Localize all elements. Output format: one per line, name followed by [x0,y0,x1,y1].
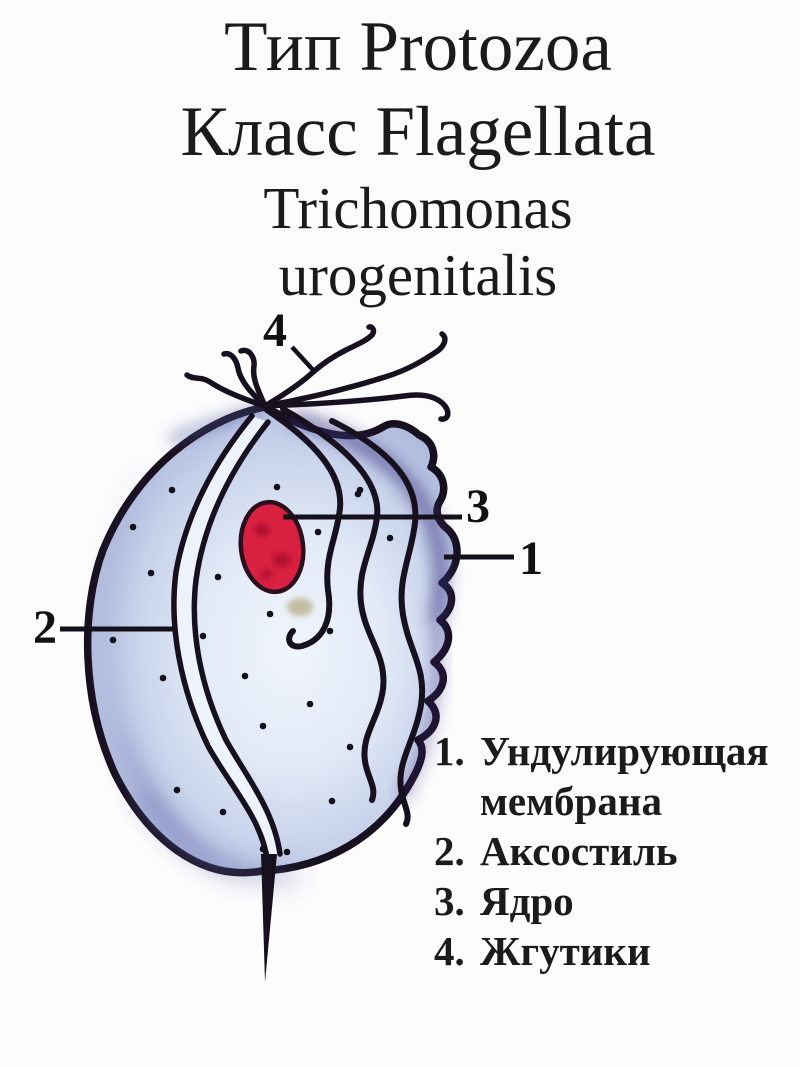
callout-lines [60,345,514,632]
legend-number: 2. [434,828,465,874]
legend-item-flagella: 4. Жгутики [434,926,796,976]
flagellum [262,324,377,409]
legend-label: Ядро [480,878,574,924]
title-species: urogenitalis [278,242,558,308]
axostyle-band [173,416,280,858]
legend-number: 4. [434,928,465,974]
callout-label-4: 4 [263,304,287,357]
nucleus-speck [273,553,291,567]
callout-line-4 [290,345,316,373]
nucleus [238,499,306,595]
flagellum [221,350,268,409]
undulating-membrane-lines [264,406,426,827]
axostyle-tail [261,854,277,982]
title-genus: Trichomonas [263,175,573,241]
axostyle-left-line [171,413,270,861]
legend-number: 1. [434,728,465,774]
legend-label: Жгутики [480,928,651,974]
flagellum [262,331,448,409]
callout-label-3: 3 [466,480,490,533]
cytoplasm-dots [109,483,394,856]
top-left-rim-shade [167,403,266,446]
legend-item-undulating-membrane: 1. Ундулирующая мембрана [434,726,796,826]
callout-label-1: 1 [519,532,543,585]
flagellum [262,392,451,422]
callout-label-2: 2 [33,601,57,654]
stain-smudge [287,598,313,616]
legend-item-axostyle: 2. Аксостиль [434,826,796,876]
membrane-wave-1 [264,407,344,650]
cell-shading [108,403,450,885]
legend-number: 3. [434,878,465,924]
membrane-wave-3 [329,418,426,827]
axostyle [171,413,283,982]
legend-label: Аксостиль [480,828,678,874]
membrane-wave-2 [280,406,387,803]
left-rim-shade [108,462,252,882]
legend: 1. Ундулирующая мембрана 2. Аксостиль 3.… [434,726,796,976]
title-phylum: Тип Protozoa [224,8,612,86]
top-right-rim-shade [289,409,450,624]
nucleus-speck [254,524,270,536]
nucleus-speck [260,569,272,579]
legend-item-nucleus: 3. Ядро [434,876,796,926]
flagella [184,324,451,422]
flagellum [238,347,268,409]
title-class: Класс Flagellata [180,93,656,171]
right-rim-shade [396,621,445,803]
axostyle-right-line [191,419,283,857]
legend-label: Ундулирующая мембрана [480,728,769,824]
flagellum [184,372,268,409]
